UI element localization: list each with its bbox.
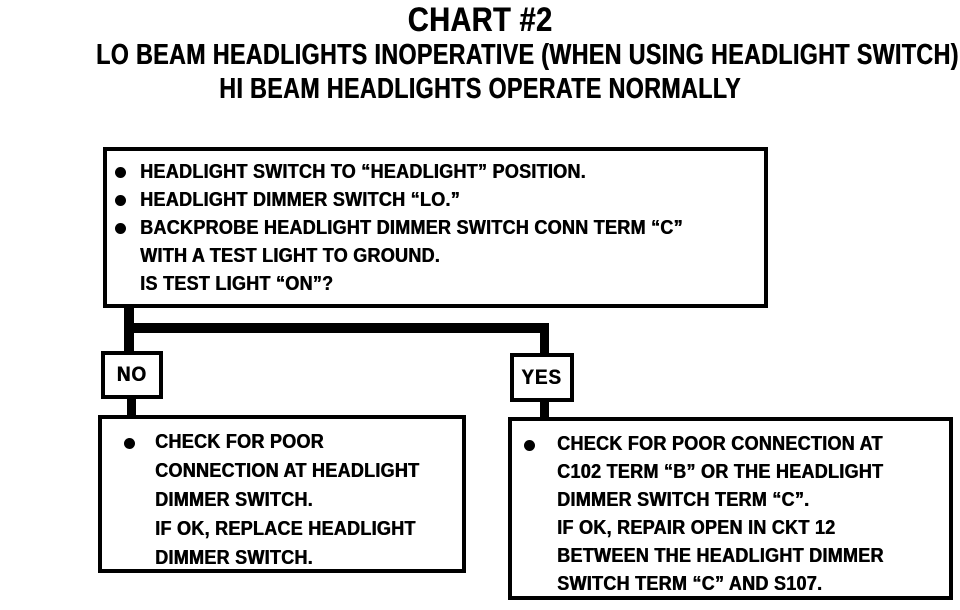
no-result-line-5: DIMMER SWITCH. [155, 547, 313, 569]
bullet-icon [115, 223, 126, 234]
no-result-line-3: DIMMER SWITCH. [155, 489, 313, 511]
question-step-3-line-3: IS TEST LIGHT “ON”? [140, 273, 334, 295]
yes-result-line-6: SWITCH TERM “C” AND S107. [557, 573, 823, 595]
bullet-icon [115, 195, 126, 206]
question-step-3: BACKPROBE HEADLIGHT DIMMER SWITCH CONN T… [107, 214, 764, 298]
yes-result-line-1: CHECK FOR POOR CONNECTION AT [557, 433, 883, 455]
bullet-icon [115, 167, 126, 178]
yes-result-line-3: DIMMER SWITCH TERM “C”. [557, 489, 810, 511]
chart-subtitle-line1: LO BEAM HEADLIGHTS INOPERATIVE (WHEN USI… [96, 39, 960, 71]
no-result-line-1: CHECK FOR POOR [155, 431, 324, 453]
no-result-line-2: CONNECTION AT HEADLIGHT [155, 460, 420, 482]
yes-result-box: CHECK FOR POOR CONNECTION AT C102 TERM “… [508, 417, 953, 600]
yes-result-item: CHECK FOR POOR CONNECTION AT C102 TERM “… [512, 430, 949, 598]
connector-yes-to-result-vertical [540, 399, 549, 420]
question-box: HEADLIGHT SWITCH TO “HEADLIGHT” POSITION… [103, 147, 768, 308]
yes-label: YES [521, 365, 563, 389]
question-step-3-line-1: BACKPROBE HEADLIGHT DIMMER SWITCH CONN T… [140, 217, 683, 239]
no-branch-box: NO [101, 351, 163, 399]
question-step-3-line-2: WITH A TEST LIGHT TO GROUND. [140, 245, 440, 267]
question-step-2-line: HEADLIGHT DIMMER SWITCH “LO.” [140, 189, 460, 211]
yes-result-line-5: BETWEEN THE HEADLIGHT DIMMER [557, 545, 884, 567]
chart-subtitle-line2: HI BEAM HEADLIGHTS OPERATE NORMALLY [219, 73, 741, 105]
bullet-icon [124, 438, 135, 449]
connector-no-to-result-vertical [127, 396, 136, 418]
bullet-icon [524, 440, 535, 451]
chart-title: CHART #2 [407, 1, 553, 39]
no-result-line-4: IF OK, REPLACE HEADLIGHT [155, 518, 416, 540]
question-step-1: HEADLIGHT SWITCH TO “HEADLIGHT” POSITION… [107, 158, 764, 186]
no-label: NO [116, 363, 148, 386]
yes-branch-box: YES [510, 353, 574, 402]
yes-result-line-4: IF OK, REPAIR OPEN IN CKT 12 [557, 517, 836, 539]
connector-branch-horizontal [124, 323, 549, 333]
yes-result-line-2: C102 TERM “B” OR THE HEADLIGHT [557, 461, 884, 483]
no-result-item: CHECK FOR POOR CONNECTION AT HEADLIGHT D… [102, 428, 462, 573]
no-result-box: CHECK FOR POOR CONNECTION AT HEADLIGHT D… [98, 415, 466, 573]
question-step-2: HEADLIGHT DIMMER SWITCH “LO.” [107, 186, 764, 214]
connector-branch-to-yes-vertical [540, 330, 549, 355]
question-step-1-line: HEADLIGHT SWITCH TO “HEADLIGHT” POSITION… [140, 161, 586, 183]
